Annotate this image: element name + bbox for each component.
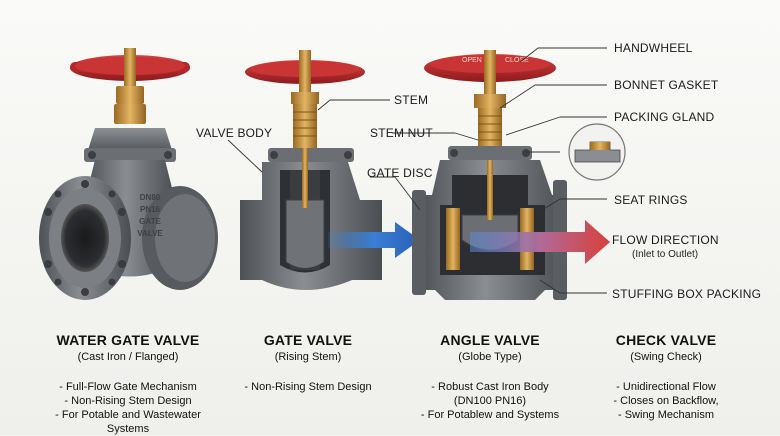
- caption-subtitle: (Rising Stem): [274, 351, 342, 363]
- label-valve-body: VALVE BODY: [196, 126, 273, 140]
- caption-subtitle: (Cast Iron / Flanged): [77, 351, 179, 363]
- caption-subtitle: (Swing Check): [630, 351, 702, 363]
- body-mark-0: DN80: [140, 193, 161, 202]
- body-mark-2: GATE: [139, 217, 161, 226]
- packing-gland-inset: [568, 123, 626, 181]
- seat-ring-left: [446, 208, 460, 270]
- label-flow-direction-sub: (Inlet to Outlet): [632, 249, 699, 260]
- caption-bullet: - Closes on Backflow,: [613, 395, 719, 407]
- caption-bullet: - Unidirectional Flow: [616, 381, 716, 393]
- caption-bullet: - For Potable and Wastewater Systems: [55, 409, 201, 435]
- leader-lines: [227, 47, 607, 294]
- flow-arrow-1: [328, 222, 420, 258]
- label-stem-nut: STEM NUT: [370, 126, 433, 140]
- caption-water-gate-valve: WATER GATE VALVE (Cast Iron / Flanged) -…: [38, 332, 218, 436]
- label-flow-direction: FLOW DIRECTION: [612, 233, 719, 247]
- gate-valve-cutaway: [240, 50, 420, 290]
- caption-bullets: - Robust Cast Iron Body (DN100 PN16) - F…: [400, 380, 580, 422]
- caption-title: CHECK VALVE: [615, 332, 717, 348]
- wheel-text-close: CLOSE: [505, 57, 529, 64]
- wheel-text-open: OPEN: [462, 57, 482, 64]
- body-mark-1: PN16: [140, 205, 161, 214]
- caption-title: ANGLE VALVE: [440, 332, 540, 348]
- caption-bullet: (DN100 PN16): [453, 395, 527, 407]
- flow-arrow-2: [470, 220, 610, 264]
- caption-bullet: - Non-Rising Stem Design: [244, 381, 372, 393]
- body-mark-3: VALVE: [137, 229, 163, 238]
- caption-bullet: - For Potablew and Systems: [420, 409, 560, 421]
- label-handwheel: HANDWHEEL: [614, 41, 693, 55]
- label-seat-rings: SEAT RINGS: [614, 193, 688, 207]
- caption-check-valve: CHECK VALVE (Swing Check) - Unidirection…: [576, 332, 756, 422]
- caption-gate-valve: GATE VALVE (Rising Stem) - Non-Rising St…: [218, 332, 398, 394]
- caption-bullet: - Full-Flow Gate Mechanism: [59, 381, 197, 393]
- caption-subtitle: (Globe Type): [458, 351, 522, 363]
- bore-opening: [61, 204, 109, 272]
- water-gate-valve: DN80 PN16 GATE VALVE: [39, 48, 218, 300]
- caption-bullets: - Unidirectional Flow - Closes on Backfl…: [576, 380, 756, 422]
- angle-valve-cutaway: OPEN CLOSE: [412, 50, 610, 300]
- caption-angle-valve: ANGLE VALVE (Globe Type) - Robust Cast I…: [400, 332, 580, 422]
- label-stem: STEM: [394, 93, 429, 107]
- caption-bullet: - Swing Mechanism: [618, 409, 714, 421]
- caption-bullet: - Non-Rising Stem Design: [64, 395, 192, 407]
- label-bonnet-gasket: BONNET GASKET: [614, 78, 719, 92]
- caption-title: WATER GATE VALVE: [56, 332, 200, 348]
- label-stuffing-box-packing: STUFFING BOX PACKING: [612, 287, 762, 301]
- label-gate-disc: GATE DISC: [367, 166, 433, 180]
- caption-bullets: - Full-Flow Gate Mechanism - Non-Rising …: [38, 380, 218, 436]
- caption-bullet: - Robust Cast Iron Body: [431, 381, 549, 393]
- caption-title: GATE VALVE: [263, 332, 353, 348]
- label-packing-gland: PACKING GLAND: [614, 110, 715, 124]
- caption-bullets: - Non-Rising Stem Design: [218, 380, 398, 394]
